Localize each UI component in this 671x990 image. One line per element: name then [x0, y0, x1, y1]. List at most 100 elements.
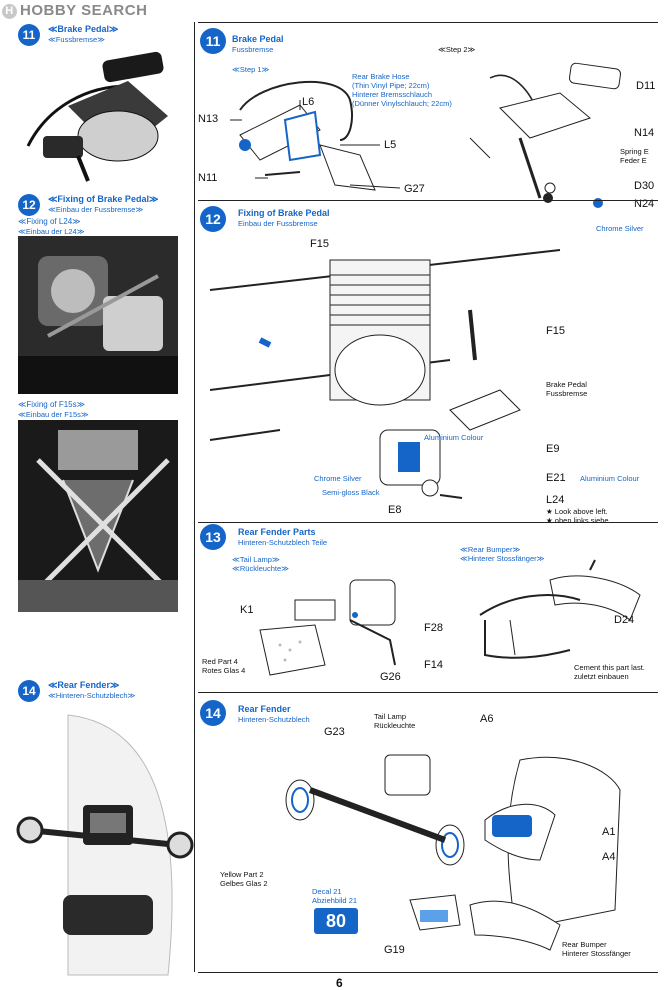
logo-text: HOBBY SEARCH: [20, 2, 148, 19]
step12-engine-drawing: [209, 249, 561, 499]
label-f28: F28: [424, 622, 443, 634]
step-11-badge-left: 11: [18, 24, 40, 46]
step12-sub: Einbau der Fussbremse: [238, 219, 318, 228]
hose-note-line: (Thin Vinyl Pipe; 22cm): [352, 81, 430, 90]
label-n13: N13: [198, 113, 219, 125]
fix-l24-sub: ≪Einbau der L24≫: [18, 227, 85, 236]
label-a4: A4: [602, 851, 616, 863]
rear-fender-photo-left: [16, 714, 194, 976]
decal-line: Abziehbild 21: [312, 896, 358, 905]
label-e9: E9: [546, 443, 560, 455]
hose-note-line: Hinterer Bremsschlauch: [352, 90, 433, 99]
left-s12-title: ≪Fixing of Brake Pedal≫: [48, 194, 159, 204]
rear-fender-assembly-drawing: [285, 754, 621, 951]
left-s14-title: ≪Rear Fender≫: [48, 680, 120, 690]
tail-lamp-13-line: ≪Tail Lamp≫: [232, 555, 280, 564]
step13-rule: [198, 522, 658, 523]
hose-note-line: Rear Brake Hose: [352, 72, 410, 81]
step11-step1: ≪Step 1≫: [232, 65, 270, 74]
label-f15-top: F15: [310, 238, 329, 250]
step14-title: Rear Fender: [238, 704, 291, 714]
rear-bumper-14-line: Rear Bumper: [562, 940, 607, 949]
label-g23: G23: [324, 726, 345, 738]
rear-bumper-13-line: ≪Hinterer Stossfänger≫: [460, 554, 545, 563]
brake-pedal-photo-left: [26, 51, 168, 182]
bottom-rule: [198, 972, 658, 973]
red-part-line: Red Part 4: [202, 657, 238, 666]
step12-title: Fixing of Brake Pedal: [238, 208, 330, 218]
label-l24: L24: [546, 494, 565, 506]
label-k1: K1: [240, 604, 254, 616]
step-13-badge: 13: [200, 524, 226, 550]
step11-chrome-silver: Chrome Silver: [596, 224, 644, 233]
decal-line: Decal 21: [312, 887, 342, 896]
step11-title: Brake Pedal: [232, 34, 284, 44]
tail-lamp-13-line: ≪Rückleuchte≫: [232, 564, 289, 573]
tail-lamp-14: Tail Lamp Rückleuchte: [374, 712, 415, 730]
cement-line: zuletzt einbauen: [574, 672, 629, 681]
hose-note-line: (Dünner Vinylschlauch; 22cm): [352, 99, 452, 108]
step13-title: Rear Fender Parts: [238, 527, 316, 537]
yellow-part-line: Yellow Part 2: [220, 870, 264, 879]
step14-rule: [198, 692, 658, 693]
fix-l24-title: ≪Fixing of L24≫: [18, 217, 81, 226]
label-n14: N14: [634, 127, 655, 139]
fix-f15-sub: ≪Einbau der F15s≫: [18, 410, 89, 419]
label-e8: E8: [388, 504, 402, 516]
rear-bumper-14: Rear Bumper Hinterer Stossfänger: [562, 940, 631, 958]
hose-note: Rear Brake Hose (Thin Vinyl Pipe; 22cm) …: [352, 72, 452, 108]
cement-note: Cement this part last. zuletzt einbauen: [574, 663, 645, 681]
spring-line: Spring E: [620, 147, 649, 156]
label-n24: N24: [634, 198, 655, 210]
label-g26: G26: [380, 671, 401, 683]
f15-photo: [18, 420, 178, 612]
step-12-badge-left: 12: [18, 194, 40, 216]
spring-e-label: Spring E Feder E: [620, 147, 649, 165]
red-part-line: Rotes Glas 4: [202, 666, 246, 675]
tail-lamp-drawing: [259, 579, 396, 676]
aluminium-colour-1: Aluminium Colour: [424, 433, 484, 442]
label-l6: L6: [302, 96, 315, 108]
column-divider: [194, 22, 195, 972]
left-s11-title: ≪Brake Pedal≫: [48, 24, 119, 34]
label-f15-right: F15: [546, 325, 565, 337]
tail-lamp-14-line: Tail Lamp: [374, 712, 407, 721]
cement-line: Cement this part last.: [574, 663, 645, 672]
label-n11: N11: [198, 172, 218, 184]
brake-pedal-line: Brake Pedal: [546, 380, 587, 389]
label-d30: D30: [634, 180, 655, 192]
aluminium-colour-2: Aluminium Colour: [580, 474, 640, 483]
step-11-badge: 11: [200, 28, 226, 54]
label-a6: A6: [480, 713, 494, 725]
rear-bumper-13: ≪Rear Bumper≫ ≪Hinterer Stossfänger≫: [460, 545, 545, 563]
chrome-silver-12: Chrome Silver: [314, 474, 362, 483]
step11-step2: ≪Step 2≫: [438, 45, 476, 54]
left-s14-sub: ≪Hinteren-Schutzblech≫: [48, 691, 136, 700]
logo-mark: H: [2, 4, 17, 19]
decal-label: Decal 21 Abziehbild 21: [312, 887, 357, 905]
step-14-badge: 14: [200, 700, 226, 726]
page-number: 6: [336, 976, 343, 990]
look-above-note: ★ Look above left. ★ oben links siehe: [546, 507, 609, 525]
tail-lamp-13: ≪Tail Lamp≫ ≪Rückleuchte≫: [232, 555, 289, 573]
step11-step2-drawing: [469, 62, 622, 208]
brake-pedal-line: Fussbremse: [546, 389, 588, 398]
rear-bumper-14-line: Hinterer Stossfänger: [562, 949, 631, 958]
look-above-line: ★ oben links siehe: [546, 516, 609, 525]
tail-lamp-14-line: Rückleuchte: [374, 721, 416, 730]
left-s11-sub: ≪Fussbremse≫: [48, 35, 105, 44]
step-12-badge: 12: [200, 206, 226, 232]
yellow-part-line: Gelbes Glas 2: [220, 879, 268, 888]
spring-line: Feder E: [620, 156, 647, 165]
yellow-part-label: Yellow Part 2 Gelbes Glas 2: [220, 870, 268, 888]
rear-bumper-13-line: ≪Rear Bumper≫: [460, 545, 521, 554]
label-d24: D24: [614, 614, 635, 626]
l24-photo: [18, 236, 178, 394]
red-part-label: Red Part 4 Rotes Glas 4: [202, 657, 245, 675]
label-a1: A1: [602, 826, 616, 838]
label-f14: F14: [424, 659, 443, 671]
step11-sub: Fussbremse: [232, 45, 274, 54]
step13-sub: Hinteren-Schutzblech Teile: [238, 538, 328, 547]
fix-f15-title: ≪Fixing of F15s≫: [18, 400, 85, 409]
label-g19: G19: [384, 944, 405, 956]
